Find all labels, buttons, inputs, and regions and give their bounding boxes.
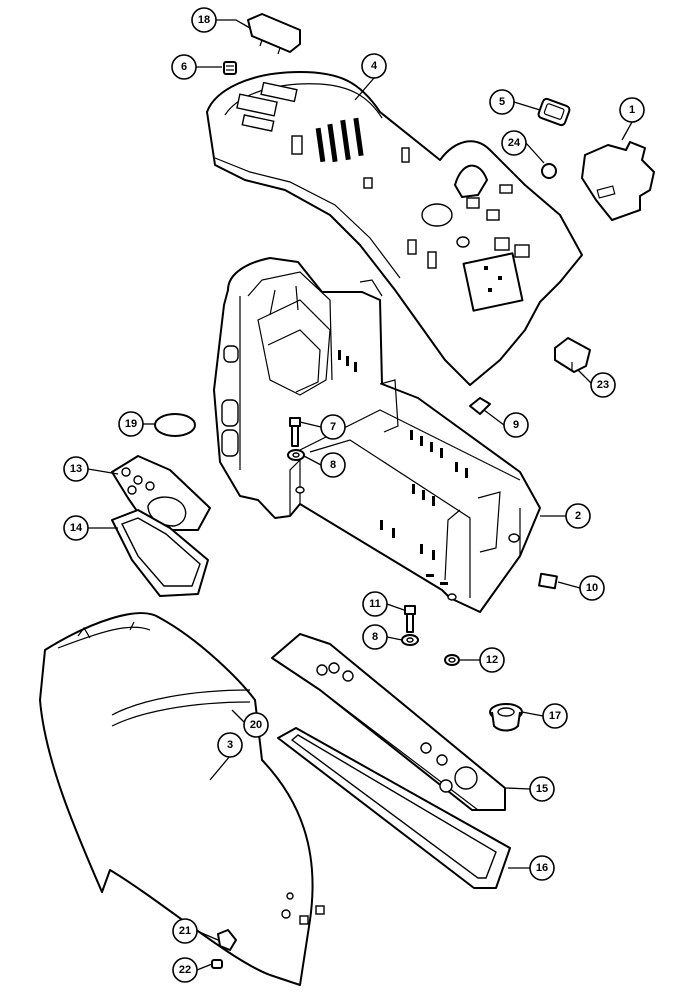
svg-text:14: 14	[70, 522, 83, 534]
grommet-17	[489, 703, 523, 732]
callout-22: 22	[172, 957, 198, 983]
gear-lever-plate-13	[111, 455, 211, 531]
svg-text:18: 18	[198, 14, 210, 26]
svg-text:19: 19	[125, 418, 137, 430]
callout-20: 20	[243, 712, 269, 738]
small-cover-23	[554, 337, 591, 373]
svg-text:3: 3	[227, 739, 233, 751]
svg-text:17: 17	[549, 710, 561, 722]
svg-text:10: 10	[586, 582, 598, 594]
callout-15: 15	[529, 776, 555, 802]
plug-19	[154, 413, 196, 437]
svg-text:16: 16	[536, 862, 548, 874]
floor-plate-15	[271, 633, 506, 811]
callout-19: 19	[118, 411, 144, 437]
gasket-14	[111, 509, 209, 597]
callout-12: 12	[479, 647, 505, 673]
callout-3: 3	[217, 732, 243, 758]
callout-4: 4	[361, 53, 387, 79]
callout-17: 17	[542, 703, 568, 729]
clip-9	[469, 397, 491, 415]
screw-6	[223, 61, 237, 75]
callout-16: 16	[529, 855, 555, 881]
console-top-cover	[206, 71, 583, 386]
washer-8-lower	[401, 634, 419, 646]
callout-23: 23	[590, 372, 616, 398]
callout-1: 1	[619, 97, 645, 123]
knob-24	[541, 163, 557, 179]
callout-8-lower: 8	[362, 624, 388, 650]
lower-shroud-3	[39, 612, 325, 986]
bolt-7	[289, 417, 301, 447]
switch-bezel-5	[537, 97, 571, 127]
clip-21	[217, 929, 237, 951]
callout-2: 2	[565, 503, 591, 529]
callout-24: 24	[501, 130, 527, 156]
svg-text:15: 15	[536, 783, 548, 795]
svg-text:22: 22	[179, 964, 191, 976]
callout-5: 5	[489, 89, 515, 115]
callout-8-upper: 8	[320, 452, 346, 478]
svg-text:2: 2	[575, 510, 581, 522]
cover-panel-1	[581, 141, 655, 221]
svg-text:23: 23	[597, 379, 609, 391]
svg-text:12: 12	[486, 654, 498, 666]
svg-text:8: 8	[372, 631, 378, 643]
callout-6: 6	[171, 54, 197, 80]
callout-13: 13	[63, 456, 89, 482]
svg-text:21: 21	[179, 925, 191, 937]
callout-14: 14	[63, 515, 89, 541]
callout-10: 10	[579, 575, 605, 601]
svg-text:11: 11	[369, 598, 381, 610]
svg-text:20: 20	[250, 719, 262, 731]
gasket-16	[277, 727, 511, 889]
svg-text:7: 7	[330, 421, 336, 433]
svg-text:4: 4	[371, 60, 378, 72]
callout-21: 21	[172, 918, 198, 944]
small-cover-plate-18	[247, 13, 301, 55]
svg-text:13: 13	[70, 463, 82, 475]
callout-9: 9	[503, 412, 529, 438]
washer-8-upper	[287, 449, 305, 461]
svg-text:9: 9	[513, 419, 519, 431]
small-plug-10	[538, 572, 558, 590]
leader-lines	[87, 19, 633, 971]
callout-7: 7	[320, 414, 346, 440]
callout-18: 18	[191, 7, 217, 33]
nut-12	[444, 654, 460, 666]
svg-text:8: 8	[330, 459, 336, 471]
console-frame-2	[213, 257, 541, 613]
svg-text:24: 24	[508, 137, 521, 149]
svg-text:6: 6	[181, 61, 187, 73]
bolt-11	[404, 605, 416, 633]
svg-text:1: 1	[629, 104, 635, 116]
callout-11: 11	[362, 591, 388, 617]
svg-text:5: 5	[499, 96, 505, 108]
screw-22	[211, 959, 223, 969]
